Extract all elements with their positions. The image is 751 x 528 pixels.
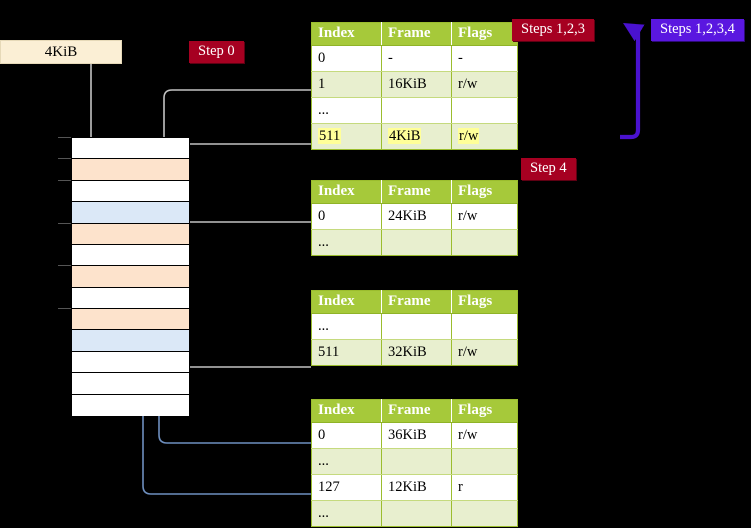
size-label-box: 4KiB	[0, 40, 122, 64]
memory-frame-row	[72, 244, 189, 267]
cell-flags	[451, 229, 518, 256]
cell-flags	[451, 97, 518, 124]
column-header-flags: Flags	[451, 290, 518, 314]
cell-frame: -	[381, 45, 452, 72]
wire-l1-4kib	[173, 143, 311, 168]
cell-frame: 16KiB	[381, 71, 452, 98]
memory-tick-mark	[58, 265, 71, 267]
cell-flags: -	[451, 45, 518, 72]
column-header-frame: Frame	[381, 22, 452, 46]
memory-frame-row	[72, 202, 189, 224]
cell-index: 511	[311, 123, 382, 150]
column-header-index: Index	[311, 180, 382, 204]
memory-frame-row	[72, 266, 189, 288]
size-label-text: 4KiB	[44, 44, 78, 60]
cell-flags: r/w	[451, 71, 518, 98]
memory-tick-mark	[58, 222, 71, 224]
memory-tick-mark	[58, 158, 71, 160]
cell-frame	[381, 448, 452, 475]
cell-flags	[451, 313, 518, 340]
table-row: ...	[311, 229, 518, 256]
column-header-flags: Flags	[451, 180, 518, 204]
column-header-frame: Frame	[381, 180, 452, 204]
memory-frame-row	[72, 287, 189, 310]
cell-flags: r/w	[451, 422, 518, 449]
memory-frame-row	[72, 180, 189, 203]
cell-index: ...	[311, 313, 382, 340]
memory-frame-row	[72, 159, 189, 181]
wire-l2-24kib	[173, 221, 311, 262]
wire-l3-32kib	[173, 314, 311, 368]
cell-flags: r/w	[451, 203, 518, 230]
cell-index: 127	[311, 474, 382, 501]
highlighted-value: 511	[318, 127, 342, 144]
table-row: ...	[311, 313, 518, 340]
memory-frame-row	[72, 351, 189, 374]
memory-frame-row	[72, 309, 189, 331]
memory-tick-mark	[58, 137, 71, 138]
column-header-index: Index	[311, 290, 382, 314]
memory-tick-mark	[58, 308, 71, 310]
badge-steps1234: Steps 1,2,3,4	[651, 19, 744, 41]
highlighted-value: r/w	[458, 127, 480, 144]
memory-frame-row	[72, 138, 189, 160]
badge-step0: Step 0	[189, 41, 244, 63]
memory-frame-row	[72, 373, 189, 395]
column-header-frame: Frame	[381, 290, 452, 314]
cell-flags: r	[451, 474, 518, 501]
table-row: ...	[311, 448, 518, 475]
table-row: 511 4KiB r/w	[311, 123, 518, 150]
table-row: ...	[311, 500, 518, 527]
cell-index: 511	[311, 339, 382, 366]
memory-frame-row	[72, 394, 189, 416]
cell-frame: 32KiB	[381, 339, 452, 366]
column-header-frame: Frame	[381, 399, 452, 423]
cell-flags	[451, 448, 518, 475]
memory-frame-row	[72, 223, 189, 245]
cell-flags	[451, 500, 518, 527]
cell-index: ...	[311, 500, 382, 527]
column-header-flags: Flags	[451, 22, 518, 46]
memory-tick-mark	[58, 179, 71, 181]
cell-frame: 24KiB	[381, 203, 452, 230]
cell-frame: 12KiB	[381, 474, 452, 501]
cell-flags: r/w	[451, 339, 518, 366]
cell-index: 0	[311, 45, 382, 72]
cell-frame	[381, 97, 452, 124]
cell-frame	[381, 313, 452, 340]
highlighted-value: 4KiB	[388, 127, 422, 144]
cell-frame	[381, 229, 452, 256]
cell-index: 0	[311, 203, 382, 230]
cell-index: ...	[311, 229, 382, 256]
badge-steps123: Steps 1,2,3	[512, 19, 595, 41]
badge-step4: Step 4	[521, 158, 576, 180]
column-header-index: Index	[311, 399, 382, 423]
cell-index: 0	[311, 422, 382, 449]
cell-index: ...	[311, 448, 382, 475]
cell-flags: r/w	[451, 123, 518, 150]
wire-steps-bracket	[620, 23, 645, 140]
cell-index: 1	[311, 71, 382, 98]
cell-frame: 36KiB	[381, 422, 452, 449]
cell-index: ...	[311, 97, 382, 124]
table-row: 0--	[311, 45, 518, 72]
memory-frame-row	[72, 330, 189, 352]
column-header-index: Index	[311, 22, 382, 46]
cell-frame: 4KiB	[381, 123, 452, 150]
table-row: ...	[311, 97, 518, 124]
cell-frame	[381, 500, 452, 527]
physical-memory-column	[71, 137, 190, 416]
column-header-flags: Flags	[451, 399, 518, 423]
